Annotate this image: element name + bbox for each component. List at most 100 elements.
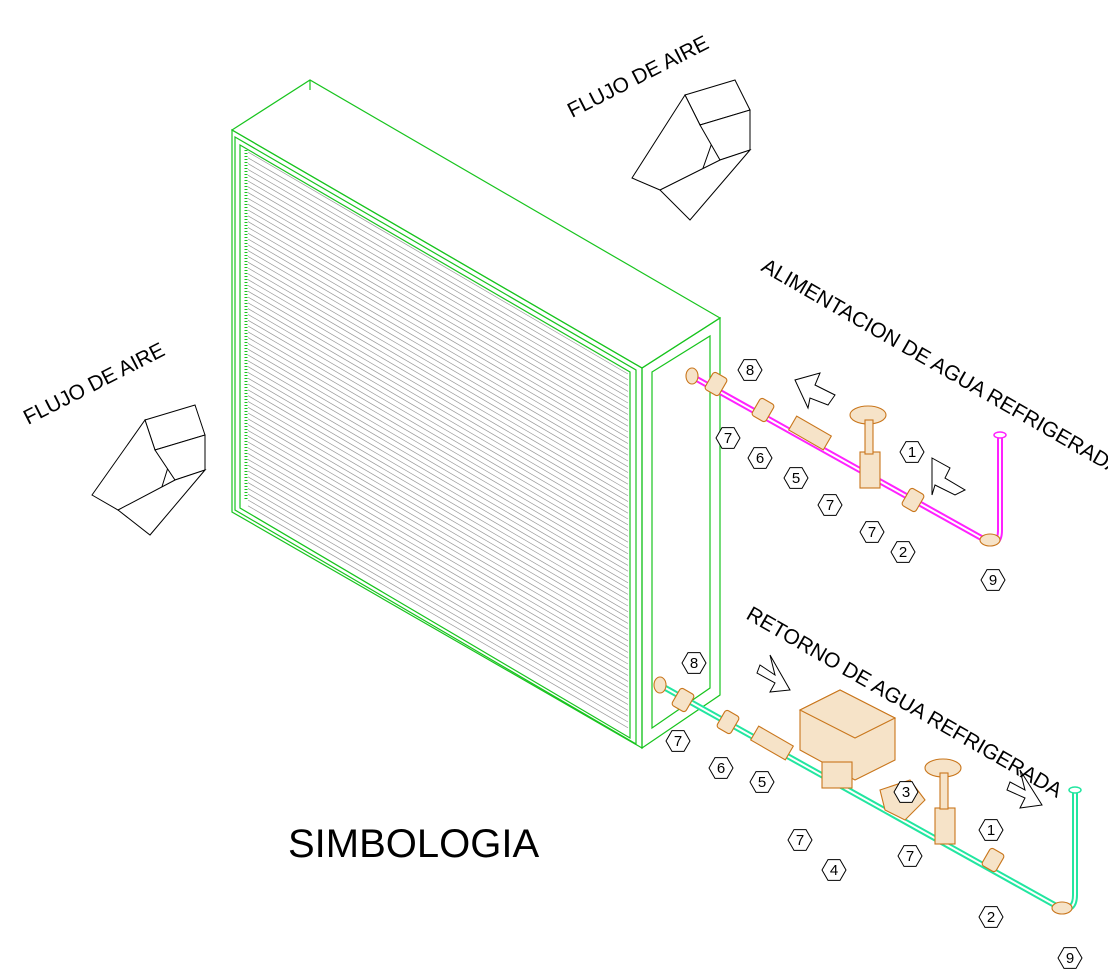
arrow-left-tail — [117, 468, 207, 536]
coil-fin-line — [247, 343, 629, 566]
supply-tag-hexagon — [817, 494, 843, 516]
coil-fin-line — [247, 418, 629, 642]
return-tag: 9 — [1057, 947, 1083, 969]
supply-tag-hexagon — [747, 447, 773, 469]
return-union-2 — [716, 709, 740, 735]
return-tag-number: 1 — [987, 822, 995, 839]
coil-fin-line — [247, 389, 629, 613]
return-tag-number: 7 — [796, 832, 804, 849]
coil-fin-line — [247, 250, 629, 473]
coil-fin-line — [247, 209, 629, 433]
supply-tag-number: 5 — [792, 470, 800, 487]
coil-inner-frame-2 — [234, 135, 637, 746]
return-tag: 4 — [821, 859, 847, 881]
supply-tag: 7 — [817, 494, 843, 516]
coil-fin-line — [247, 441, 629, 665]
coil-fin-line — [247, 215, 629, 439]
supply-riser — [983, 435, 1003, 546]
return-tag-number: 7 — [674, 733, 682, 750]
coil-fin-line — [247, 372, 629, 595]
coil-fin-line — [247, 192, 629, 415]
supply-tag-hexagon — [715, 427, 741, 449]
return-title: RETORNO DE AGUA REFRIGERADA — [743, 602, 1066, 802]
coil-fin-line — [247, 360, 629, 584]
coil-fin-line — [247, 459, 629, 682]
coil-fin-line — [247, 424, 629, 647]
coil-fin-line — [247, 238, 629, 462]
coil-fin-line — [247, 203, 629, 427]
coil-fin-line — [247, 180, 629, 404]
supply-riser-end — [993, 431, 1007, 439]
return-tag-hexagon — [897, 845, 923, 867]
return-nipple — [653, 676, 667, 694]
supply-pipe-line — [685, 367, 1007, 547]
return-meter-top — [798, 689, 897, 739]
return-tag-number: 3 — [902, 784, 910, 801]
supply-tag-number: 1 — [908, 444, 916, 461]
return-tag: 7 — [665, 730, 691, 752]
return-riser-end — [1068, 786, 1082, 794]
supply-tag: 8 — [737, 359, 763, 381]
coil-fin-line — [247, 354, 629, 578]
coil-fins — [247, 151, 629, 729]
coil-fin-line — [247, 482, 629, 705]
return-tag-number: 9 — [1066, 950, 1074, 967]
coil-fin-line — [247, 261, 629, 485]
supply-tag-hexagon — [783, 467, 809, 489]
return-tag-hexagon — [978, 906, 1004, 928]
coil-fin-line — [247, 296, 629, 520]
return-tag-hexagon — [893, 781, 919, 803]
coil-fin-line — [247, 163, 629, 386]
cooling-coil — [230, 79, 722, 750]
supply-tag-number: 7 — [826, 497, 834, 514]
coil-fin-line — [247, 319, 629, 543]
supply-flow-arrow-1 — [794, 372, 836, 410]
return-tag: 1 — [978, 819, 1004, 841]
return-flow-arrow-1 — [756, 654, 791, 693]
supply-elbow — [979, 533, 1001, 547]
coil-fin-line — [247, 412, 629, 636]
return-flow-arrow-2 — [1006, 769, 1043, 809]
supply-tag: 6 — [747, 447, 773, 469]
return-tag-hexagon — [665, 730, 691, 752]
supply-tag-number: 2 — [899, 544, 907, 561]
coil-fin-line — [247, 273, 629, 497]
supply-tag-number: 7 — [724, 430, 732, 447]
supply-tag-hexagon — [859, 521, 885, 543]
coil-fin-line — [247, 377, 629, 601]
return-tag-hexagon — [821, 859, 847, 881]
coil-fin-line — [247, 383, 629, 607]
return-tag-number: 4 — [830, 862, 838, 879]
supply-pipe-core — [694, 377, 986, 541]
supply-tag-number: 8 — [746, 362, 754, 379]
return-meter-base — [821, 761, 853, 789]
return-tag: 5 — [749, 771, 775, 793]
supply-flow-arrow-2 — [931, 457, 967, 496]
return-tag-number: 5 — [758, 774, 766, 791]
coil-fin-line — [247, 314, 629, 537]
return-tag-number: 8 — [690, 655, 698, 672]
coil-fin-line — [247, 488, 629, 711]
return-tag-hexagon — [708, 757, 734, 779]
coil-fin-line — [247, 221, 629, 444]
supply-tag-hexagon — [980, 569, 1006, 591]
supply-tag-number: 9 — [989, 572, 997, 589]
coil-front-face — [231, 128, 643, 750]
coil-fin-line — [247, 470, 629, 694]
coil-fin-line — [247, 244, 629, 468]
supply-union-1 — [704, 371, 728, 397]
airflow-arrow-left — [91, 404, 207, 536]
return-tag-hexagon — [1057, 947, 1083, 969]
coil-fin-line — [247, 198, 629, 421]
coil-fin-line — [247, 505, 629, 729]
supply-tag-number: 6 — [756, 450, 764, 467]
coil-fin-line — [247, 395, 629, 618]
supply-valve-body — [859, 451, 881, 489]
coil-fin-line — [247, 464, 629, 688]
coil-fin-line — [247, 279, 629, 502]
coil-fin-line — [247, 435, 629, 659]
supply-tag-hexagon — [890, 541, 916, 563]
coil-fin-line — [247, 186, 629, 410]
supply-tag: 7 — [715, 427, 741, 449]
